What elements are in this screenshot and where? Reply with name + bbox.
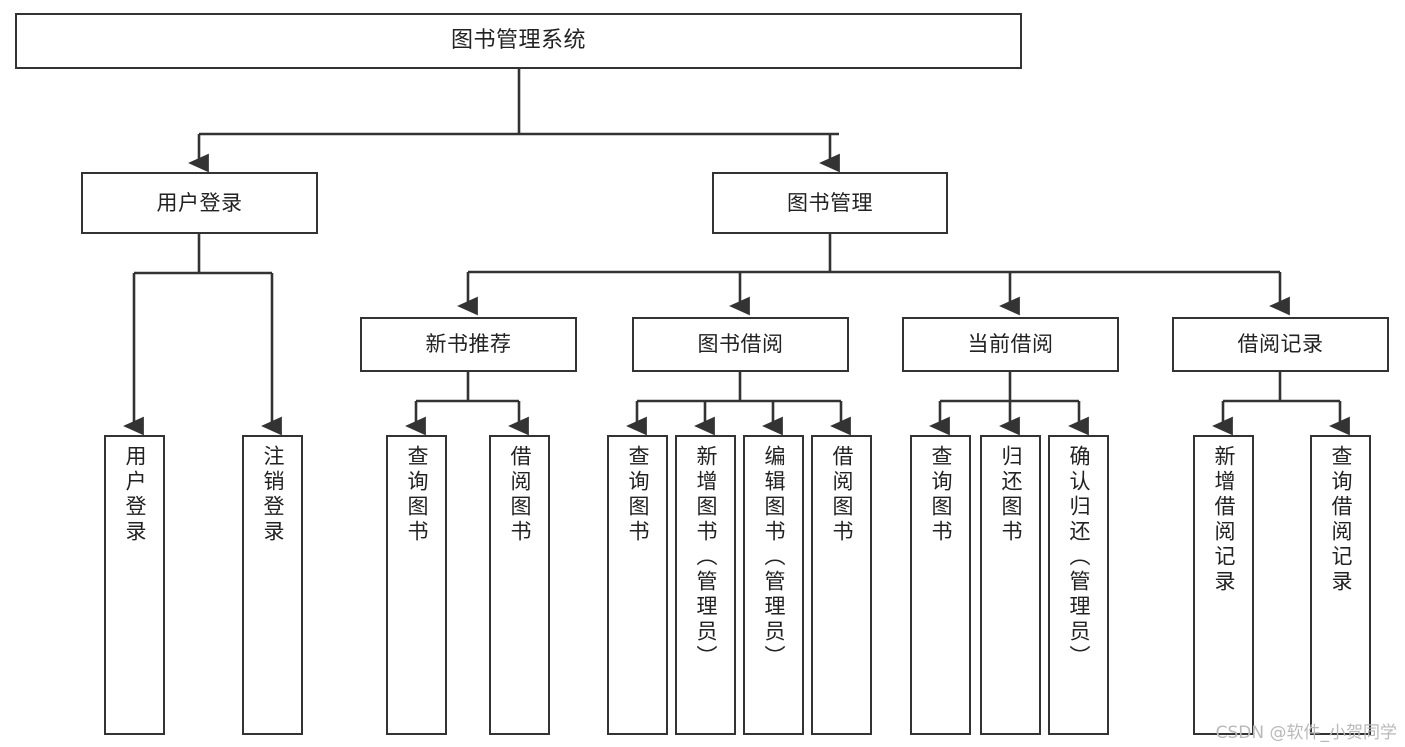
node-label: 图书借阅 <box>697 332 784 357</box>
node-label: 借阅记录 <box>1237 332 1324 357</box>
node-leaf-query-book-recommend[interactable]: 查询图书 <box>386 435 447 735</box>
node-label: 查询借阅记录 <box>1329 445 1353 595</box>
node-new-book-recommend[interactable]: 新书推荐 <box>360 317 577 372</box>
node-leaf-query-book-borrow[interactable]: 查询图书 <box>607 435 668 735</box>
node-leaf-user-login[interactable]: 用户登录 <box>104 435 165 735</box>
node-user-login[interactable]: 用户登录 <box>81 172 318 234</box>
node-current-borrow[interactable]: 当前借阅 <box>902 317 1119 372</box>
node-leaf-query-book-current[interactable]: 查询图书 <box>910 435 971 735</box>
node-leaf-user-logout[interactable]: 注销登录 <box>242 435 303 735</box>
node-label: 归还图书 <box>999 445 1023 545</box>
node-label: 用户登录 <box>123 445 147 545</box>
node-leaf-edit-book-admin[interactable]: 编辑图书（管理员） <box>743 435 804 735</box>
node-label: 编辑图书（管理员） <box>762 445 786 670</box>
node-borrow-record[interactable]: 借阅记录 <box>1172 317 1389 372</box>
node-book-borrow[interactable]: 图书借阅 <box>632 317 849 372</box>
node-label: 查询图书 <box>626 445 650 545</box>
node-leaf-query-borrow-record[interactable]: 查询借阅记录 <box>1310 435 1371 735</box>
node-label: 当前借阅 <box>967 332 1054 357</box>
node-book-management[interactable]: 图书管理 <box>712 172 948 234</box>
node-leaf-return-book[interactable]: 归还图书 <box>980 435 1041 735</box>
node-label: 新增图书（管理员） <box>694 445 718 670</box>
node-leaf-borrow-book[interactable]: 借阅图书 <box>811 435 872 735</box>
node-label: 新增借阅记录 <box>1212 445 1236 595</box>
node-leaf-confirm-return-admin[interactable]: 确认归还（管理员） <box>1048 435 1109 735</box>
node-root-book-management-system[interactable]: 图书管理系统 <box>15 13 1022 69</box>
node-label: 用户登录 <box>156 190 243 215</box>
node-label: 图书管理系统 <box>450 28 586 54</box>
node-leaf-add-book-admin[interactable]: 新增图书（管理员） <box>675 435 736 735</box>
node-label: 图书管理 <box>787 190 873 215</box>
node-label: 借阅图书 <box>830 445 854 545</box>
node-label: 确认归还（管理员） <box>1067 445 1091 670</box>
node-label: 注销登录 <box>261 445 285 545</box>
node-label: 查询图书 <box>405 445 429 545</box>
watermark: CSDN @软件_小贺同学 <box>1215 723 1397 743</box>
node-label: 新书推荐 <box>425 332 512 357</box>
node-label: 借阅图书 <box>508 445 532 545</box>
node-leaf-borrow-book-recommend[interactable]: 借阅图书 <box>489 435 550 735</box>
node-leaf-add-borrow-record[interactable]: 新增借阅记录 <box>1193 435 1254 735</box>
node-label: 查询图书 <box>929 445 953 545</box>
